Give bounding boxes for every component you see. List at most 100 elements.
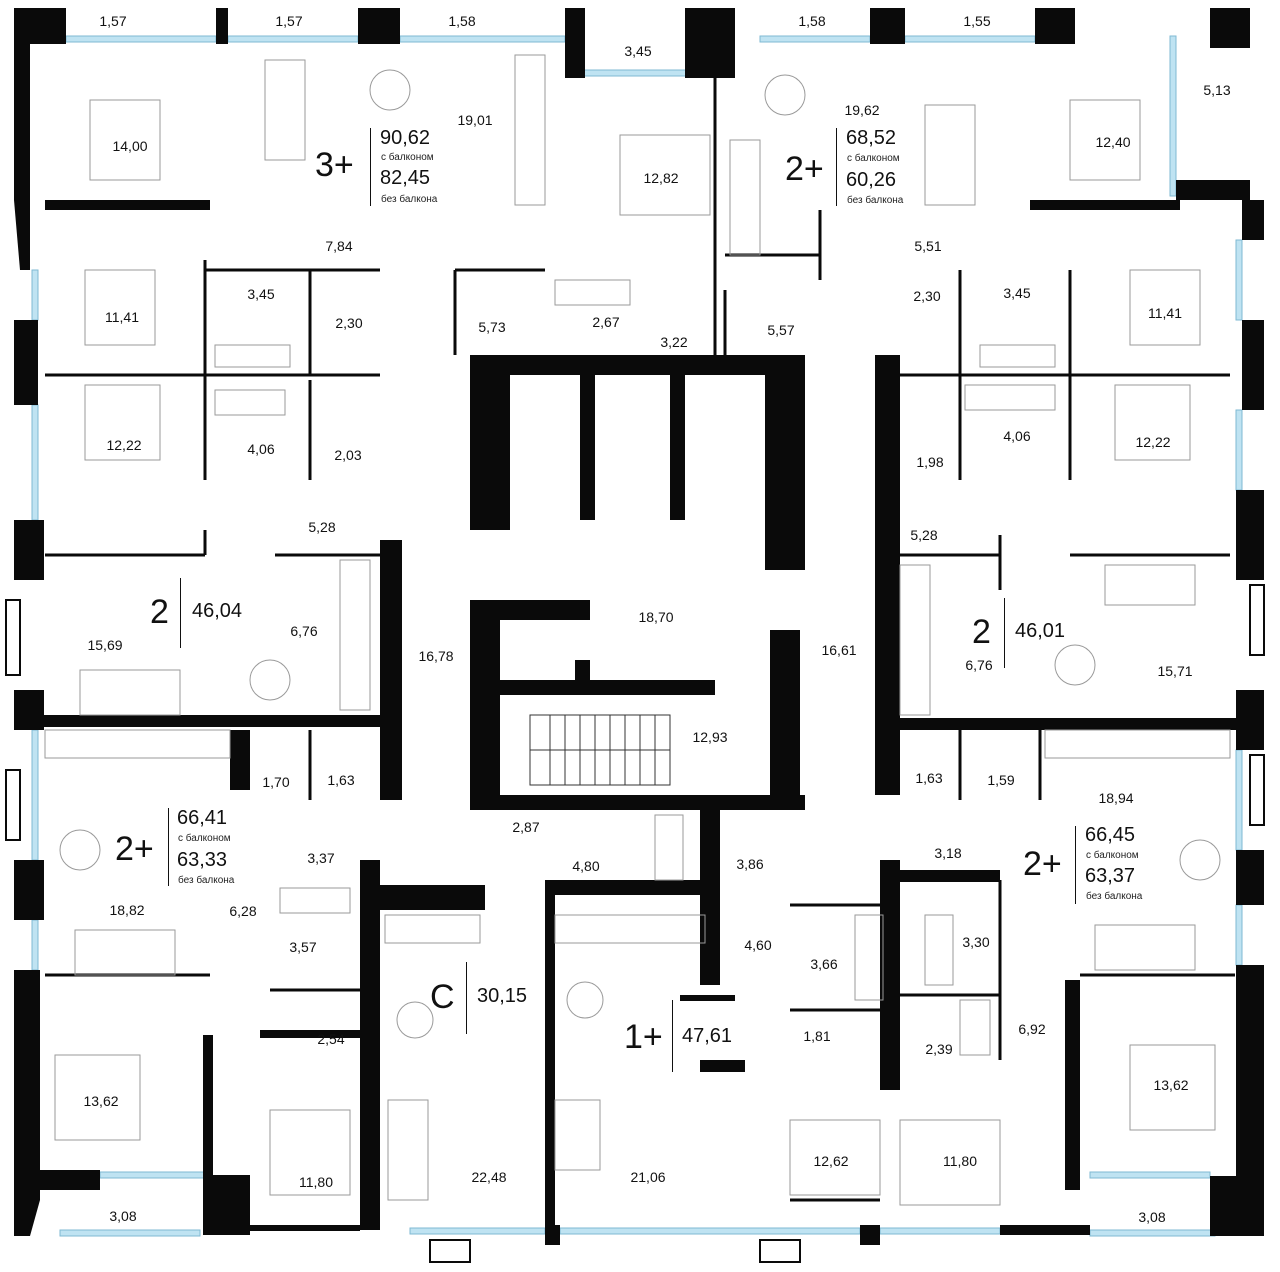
exterior-walls — [14, 8, 1264, 1245]
without-balcony-caption: без балкона — [178, 875, 235, 886]
room-area-label: 12,62 — [813, 1153, 849, 1169]
room-area-label: 3,57 — [289, 939, 317, 955]
room-area-label: 5,73 — [478, 319, 506, 335]
room-area-label: 3,37 — [307, 850, 335, 866]
apartment-area-without-balcony: 60,26 — [846, 169, 897, 191]
room-area-label: 18,94 — [1098, 790, 1134, 806]
room-area-label: 4,60 — [744, 937, 772, 953]
apartment-type: 2 — [150, 593, 169, 631]
apartment-divider — [466, 962, 467, 1034]
room-area-label: 18,82 — [109, 902, 145, 918]
apartment-type: 1+ — [624, 1018, 663, 1056]
room-area-label: 3,86 — [736, 856, 764, 872]
room-area-label: 1,63 — [915, 770, 943, 786]
room-area-label: 11,41 — [1148, 305, 1182, 321]
room-area-label: 4,80 — [572, 858, 600, 874]
room-area-label: 5,57 — [767, 322, 795, 338]
apartment-area: 47,61 — [682, 1025, 733, 1047]
apartment-area-with-balcony: 90,62 — [380, 127, 431, 149]
partitions — [45, 78, 1235, 1202]
apartment-divider — [672, 1000, 673, 1072]
room-area-label: 1,70 — [262, 774, 290, 790]
room-area-label: 19,01 — [457, 112, 493, 128]
room-area-label: 2,54 — [317, 1031, 345, 1047]
room-area-label: 2,39 — [925, 1041, 953, 1057]
balconies — [5, 584, 1265, 1263]
room-area-label: 5,28 — [308, 519, 336, 535]
apartment-area: 30,15 — [477, 985, 528, 1007]
room-area-label: 1,81 — [803, 1028, 831, 1044]
room-area-label: 12,82 — [643, 170, 679, 186]
with-balcony-caption: с балконом — [1086, 850, 1139, 861]
apartment-type: 2+ — [785, 150, 824, 188]
apartment-area-with-balcony: 66,41 — [177, 807, 228, 829]
room-area-label: 3,45 — [624, 43, 652, 59]
room-area-label: 6,28 — [229, 903, 257, 919]
room-area-label: 19,62 — [844, 102, 880, 118]
room-area-label: 4,06 — [1003, 428, 1031, 444]
without-balcony-caption: без балкона — [847, 195, 904, 206]
with-balcony-caption: с балконом — [178, 833, 231, 844]
room-area-label: 3,08 — [109, 1208, 137, 1224]
with-balcony-caption: с балконом — [381, 152, 434, 163]
room-area-label: 3,45 — [247, 286, 275, 302]
apartment-divider — [370, 128, 371, 206]
without-balcony-caption: без балкона — [1086, 891, 1143, 902]
room-area-label: 12,22 — [1135, 434, 1171, 450]
room-area-label: 2,67 — [592, 314, 620, 330]
room-area-label: 5,51 — [914, 238, 942, 254]
furniture — [44, 54, 1231, 1206]
room-area-label: 14,00 — [112, 138, 148, 154]
room-area-label: 3,22 — [660, 334, 688, 350]
apartment-divider — [1075, 826, 1076, 904]
room-area-label: 1,59 — [987, 772, 1015, 788]
room-area-label: 1,58 — [448, 13, 476, 29]
apartment-divider — [836, 128, 837, 206]
room-area-label: 12,93 — [692, 729, 728, 745]
room-area-label: 4,06 — [247, 441, 275, 457]
room-area-label: 18,70 — [638, 609, 674, 625]
room-area-label: 1,55 — [963, 13, 991, 29]
interior-walls — [40, 200, 1240, 1235]
apartment-area-without-balcony: 63,37 — [1085, 865, 1136, 887]
apartment-type: 2 — [972, 613, 991, 651]
apartment-area: 46,04 — [192, 600, 243, 622]
apartment-divider — [180, 578, 181, 648]
room-area-label: 3,18 — [934, 845, 962, 861]
apartment-area-without-balcony: 82,45 — [380, 167, 431, 189]
room-area-label: 16,78 — [418, 648, 454, 664]
without-balcony-caption: без балкона — [381, 194, 438, 205]
room-area-label: 1,57 — [275, 13, 303, 29]
room-area-label: 21,06 — [630, 1169, 666, 1185]
room-area-label: 11,80 — [943, 1153, 977, 1169]
room-area-label: 5,13 — [1203, 82, 1231, 98]
apartment-type: 2+ — [1023, 845, 1062, 883]
room-area-label: 1,63 — [327, 772, 355, 788]
room-area-label: 2,30 — [913, 288, 941, 304]
with-balcony-caption: с балконом — [847, 153, 900, 164]
room-area-label: 2,87 — [512, 819, 540, 835]
room-area-label: 6,92 — [1018, 1021, 1046, 1037]
room-area-label: 3,45 — [1003, 285, 1031, 301]
room-area-label: 3,08 — [1138, 1209, 1166, 1225]
room-area-label: 11,80 — [299, 1174, 333, 1190]
room-area-label: 2,03 — [334, 447, 362, 463]
room-area-label: 12,22 — [106, 437, 142, 453]
room-area-label: 13,62 — [83, 1093, 119, 1109]
room-area-label: 1,98 — [916, 454, 944, 470]
apartment-area-with-balcony: 66,45 — [1085, 824, 1136, 846]
apartment-type: 2+ — [115, 830, 154, 868]
room-area-label: 5,28 — [910, 527, 938, 543]
apartment-type: 3+ — [315, 146, 354, 184]
room-area-label: 1,57 — [99, 13, 127, 29]
room-area-label: 12,40 — [1095, 134, 1131, 150]
room-area-label: 16,61 — [821, 642, 857, 658]
room-area-label: 3,30 — [962, 934, 990, 950]
room-area-label: 6,76 — [965, 657, 993, 673]
apartment-divider — [1004, 598, 1005, 668]
apartment-area-with-balcony: 68,52 — [846, 127, 897, 149]
room-area-label: 7,84 — [325, 238, 353, 254]
staircase — [529, 714, 671, 786]
room-area-label: 2,30 — [335, 315, 363, 331]
apartment-area-without-balcony: 63,33 — [177, 849, 228, 871]
